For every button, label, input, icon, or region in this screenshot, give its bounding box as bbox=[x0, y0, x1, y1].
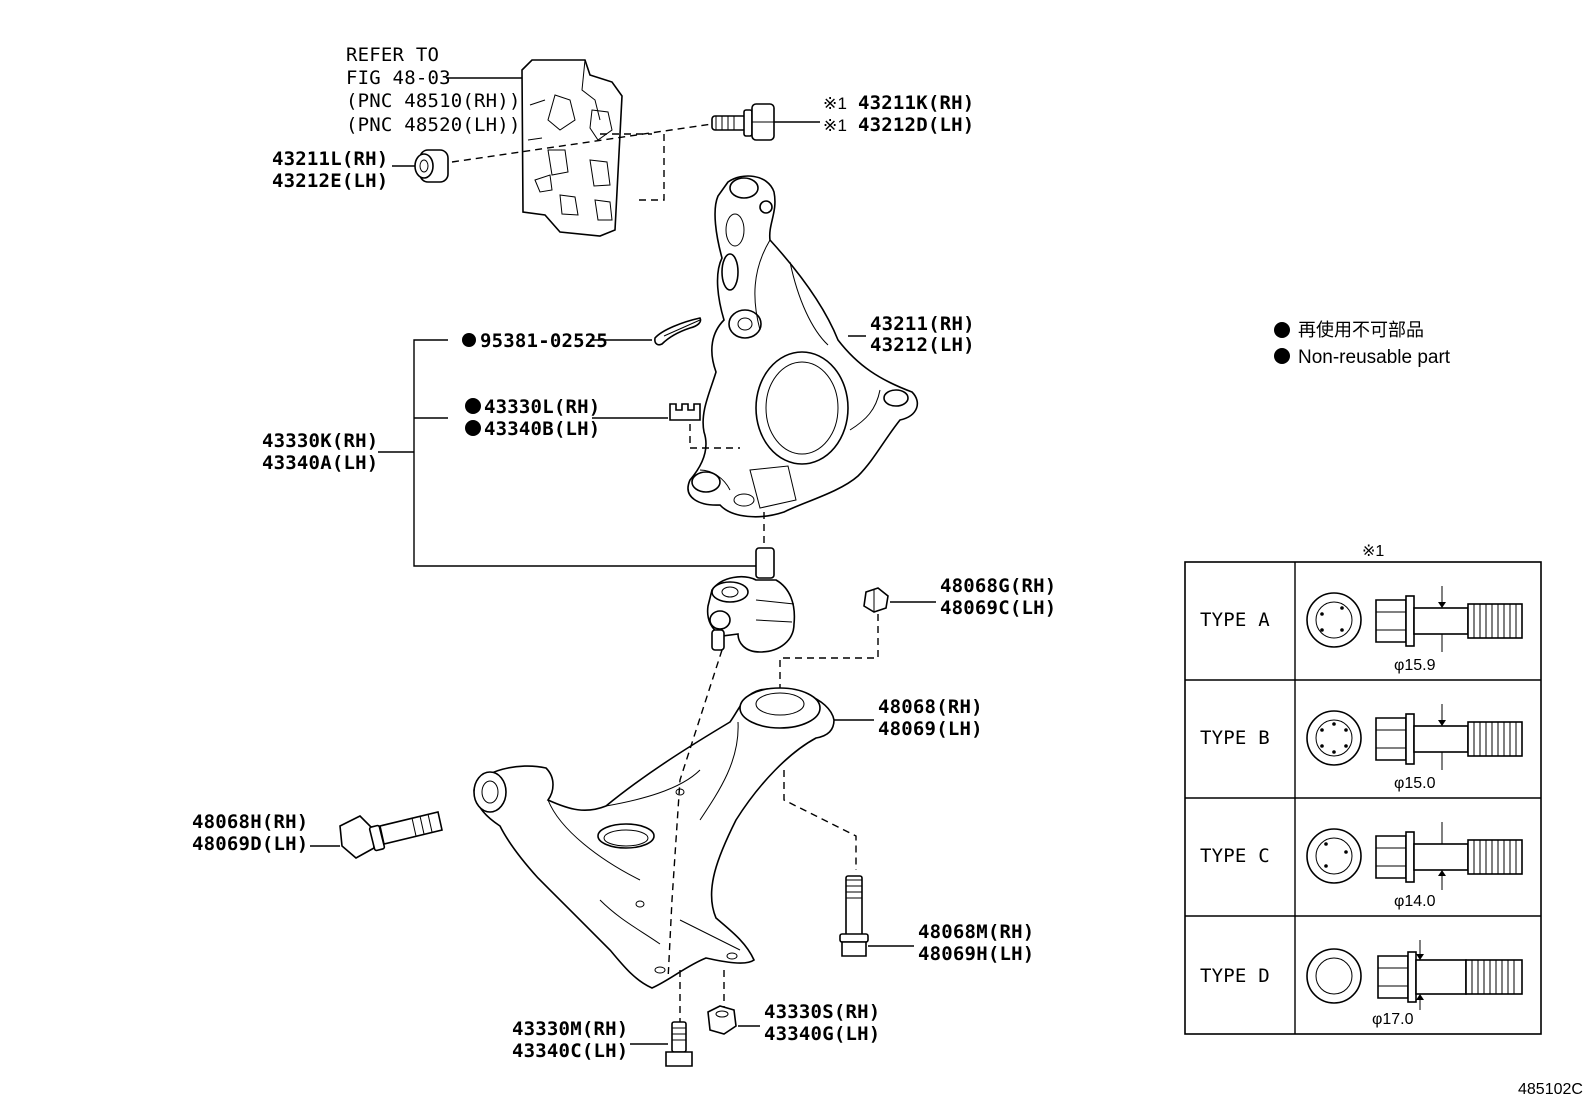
ball-joint-rh: 43330K(RH) bbox=[262, 430, 378, 452]
type-row-d: TYPE D φ17.0 bbox=[1200, 940, 1523, 1028]
legend-jp: 再使用不可部品 bbox=[1298, 320, 1424, 340]
knuckle-drawing bbox=[687, 175, 919, 518]
type-row-a: TYPE A φ15.9 bbox=[1200, 586, 1523, 674]
refer-note-line3: (PNC 48510(RH)) bbox=[346, 90, 521, 112]
type-label: TYPE A bbox=[1200, 609, 1270, 631]
bj-bolt-rh: 43330M(RH) bbox=[512, 1018, 628, 1040]
callout-nut-top: 43211L(RH) 43212E(LH) bbox=[272, 148, 388, 192]
callout-knuckle: 43211(RH) 43212(LH) bbox=[870, 313, 975, 356]
bj-nut-lh: 43340G(LH) bbox=[764, 1023, 880, 1045]
non-reusable-bullet bbox=[465, 398, 481, 414]
bolt-43211k-drawing bbox=[711, 103, 775, 141]
type-label: TYPE D bbox=[1200, 965, 1270, 987]
non-reusable-bullet bbox=[465, 420, 481, 436]
type-label: TYPE B bbox=[1200, 727, 1270, 749]
bj-nut-rh: 43330S(RH) bbox=[764, 1001, 880, 1023]
callout-nut-arm: 48068G(RH) 48069C(LH) bbox=[940, 575, 1056, 619]
callout-lower-arm: 48068(RH) 48069(LH) bbox=[878, 696, 983, 740]
type-label: TYPE C bbox=[1200, 845, 1270, 867]
callout-arm-bolt-rear: 48068M(RH) 48069H(LH) bbox=[918, 921, 1034, 965]
knuckle-rh: 43211(RH) bbox=[870, 313, 975, 335]
nut-top-lh: 43212E(LH) bbox=[272, 170, 388, 192]
cotter-pin-pn: 95381-02525 bbox=[480, 330, 608, 352]
mark-1: ※1 bbox=[823, 94, 847, 113]
legend: 再使用不可部品 Non-reusable part bbox=[1274, 320, 1451, 368]
callout-arm-bolt-front: 48068H(RH) 48069D(LH) bbox=[192, 811, 308, 855]
refer-note-line1: REFER TO bbox=[346, 44, 439, 66]
arm-bolt-front-rh: 48068H(RH) bbox=[192, 811, 308, 833]
refer-note: REFER TO FIG 48-03 (PNC 48510(RH)) (PNC … bbox=[346, 44, 531, 136]
type-row-c: TYPE C φ14.0 bbox=[1200, 822, 1523, 910]
refer-note-line2: FIG 48-03 bbox=[346, 67, 451, 89]
refer-note-line4: (PNC 48520(LH)) bbox=[346, 114, 521, 136]
type-dia: φ14.0 bbox=[1394, 893, 1436, 910]
bolt-48068m-drawing bbox=[839, 875, 869, 957]
bolt-top-rh: 43211K(RH) bbox=[858, 92, 974, 114]
callout-bolt-top: ※1 ※1 43211K(RH) 43212D(LH) bbox=[823, 92, 974, 136]
arm-bolt-rear-lh: 48069H(LH) bbox=[918, 943, 1034, 965]
type-table-header: ※1 bbox=[1362, 543, 1384, 560]
lower-arm-drawing bbox=[473, 687, 835, 989]
ball-joint-drawing bbox=[706, 547, 796, 653]
callout-bj-nut: 43330S(RH) 43340G(LH) bbox=[764, 1001, 880, 1045]
type-dia: φ15.0 bbox=[1394, 775, 1436, 792]
callout-bj-bolt: 43330M(RH) 43340C(LH) bbox=[512, 1018, 628, 1062]
callout-cotter-pin: 95381-02525 bbox=[462, 330, 608, 352]
lower-arm-rh: 48068(RH) bbox=[878, 696, 983, 718]
type-table: ※1 TYPE A φ15.9 TYPE B bbox=[1184, 543, 1542, 1035]
callout-ball-joint: 43330K(RH) 43340A(LH) bbox=[262, 430, 378, 474]
strut-bracket-drawing bbox=[521, 59, 623, 237]
castle-nut-lh: 43340B(LH) bbox=[484, 418, 600, 440]
knuckle-lh: 43212(LH) bbox=[870, 334, 975, 356]
callout-castle-nut: 43330L(RH) 43340B(LH) bbox=[465, 396, 600, 440]
castle-nut-drawing bbox=[669, 403, 701, 421]
non-reusable-bullet bbox=[462, 333, 476, 347]
mark-1b: ※1 bbox=[823, 116, 847, 135]
bolt-48068h-drawing bbox=[339, 811, 443, 859]
nut-arm-rh: 48068G(RH) bbox=[940, 575, 1056, 597]
nut-43211l-drawing bbox=[414, 149, 449, 183]
legend-bullet-icon bbox=[1274, 322, 1290, 338]
arm-bolt-rear-rh: 48068M(RH) bbox=[918, 921, 1034, 943]
type-row-b: TYPE B φ15.0 bbox=[1200, 704, 1523, 792]
bolt-43330m-drawing bbox=[665, 1021, 693, 1067]
type-dia: φ17.0 bbox=[1372, 1011, 1414, 1028]
nut-arm-lh: 48069C(LH) bbox=[940, 597, 1056, 619]
nut-48068g-drawing bbox=[863, 587, 889, 613]
arm-bolt-front-lh: 48069D(LH) bbox=[192, 833, 308, 855]
figure-code: 485102C bbox=[1518, 1081, 1583, 1098]
bj-bolt-lh: 43340C(LH) bbox=[512, 1040, 628, 1062]
nut-43330s-drawing bbox=[707, 1005, 737, 1035]
castle-nut-rh: 43330L(RH) bbox=[484, 396, 600, 418]
nut-top-rh: 43211L(RH) bbox=[272, 148, 388, 170]
bolt-top-lh: 43212D(LH) bbox=[858, 114, 974, 136]
legend-bullet-icon bbox=[1274, 348, 1290, 364]
lower-arm-lh: 48069(LH) bbox=[878, 718, 983, 740]
type-dia: φ15.9 bbox=[1394, 657, 1436, 674]
cotter-pin-drawing bbox=[654, 317, 702, 346]
ball-joint-lh: 43340A(LH) bbox=[262, 452, 378, 474]
legend-en: Non-reusable part bbox=[1298, 347, 1451, 368]
